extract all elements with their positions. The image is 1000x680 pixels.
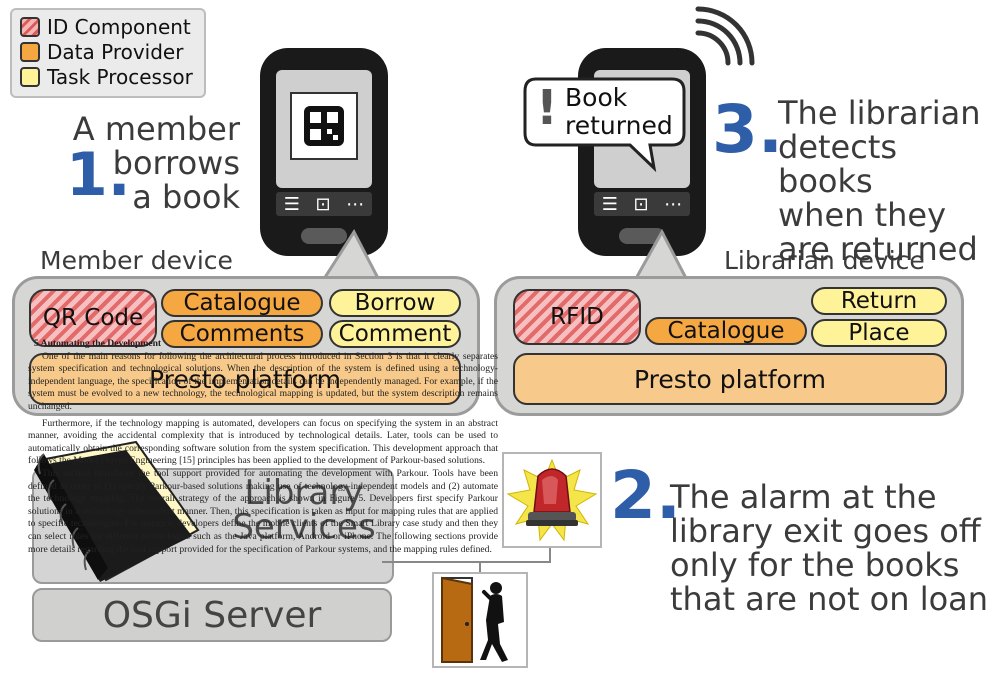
rfid-component: RFID (513, 289, 641, 345)
member-phone: ☰ ⊡ ⋯ (260, 48, 388, 256)
task-processor-swatch (20, 67, 40, 87)
legend-label: Data Provider (47, 40, 184, 64)
library-services-line: Services (232, 507, 376, 547)
alarm-light-icon (506, 458, 598, 542)
step-2-line: The alarm at the (670, 478, 937, 516)
alarm-frame (502, 452, 602, 548)
menu-icon[interactable]: ☰ (283, 193, 300, 215)
librarian-presto-platform: Presto platform (513, 353, 947, 405)
home-button[interactable] (301, 228, 347, 244)
step-1-line: a book (132, 178, 240, 216)
document-heading: 5 Automating the Development (34, 338, 162, 349)
exit-door-icon (441, 576, 508, 663)
book-icon (34, 440, 200, 582)
person-icon (480, 582, 508, 662)
step-2-text: The alarm at the library exit goes off o… (670, 480, 988, 616)
member-presto-platform: Presto platform (29, 353, 461, 405)
step-3-text: The librarian detects books when they ar… (778, 96, 1000, 266)
member-phone-screen (276, 70, 372, 188)
document-paragraph: Furthermore, if the technology mapping i… (28, 417, 498, 467)
step-2-line: only for the books (670, 546, 960, 584)
step-1-line: borrows (112, 144, 240, 182)
document-paragraph: This section introduces the tool support… (28, 467, 498, 555)
alert-icon: ! (536, 80, 558, 136)
step-3-line: The librarian (778, 94, 981, 132)
step-2-number: 2. (610, 457, 681, 534)
legend-item-id-component: ID Component (20, 15, 191, 39)
notification-text: Book returned (565, 84, 673, 140)
member-phone-toolbar: ☰ ⊡ ⋯ (276, 192, 372, 216)
borrow-task: Borrow (329, 289, 461, 317)
step-3-line: are returned (778, 230, 978, 268)
catalogue-provider: Catalogue (161, 289, 323, 317)
member-device-label: Member device (40, 246, 233, 275)
notification-line: returned (565, 111, 673, 140)
librarian-device-panel: RFID Catalogue Return Place Presto platf… (494, 276, 964, 416)
notification-bubble (523, 77, 686, 172)
menu-icon[interactable]: ☰ (601, 193, 618, 215)
step-3-number: 3. (712, 91, 783, 168)
step-3-line: when they (778, 196, 947, 234)
librarian-phone-toolbar: ☰ ⊡ ⋯ (594, 192, 690, 216)
step-1-text: A member borrows a book (70, 112, 240, 214)
more-icon[interactable]: ⋯ (346, 193, 365, 215)
comment-task: Comment (329, 320, 461, 348)
qr-code-icon (290, 92, 358, 160)
legend-label: ID Component (47, 15, 191, 39)
step-3-line: detects books (778, 128, 898, 200)
legend-item-data-provider: Data Provider (20, 40, 184, 64)
comments-provider: Comments (161, 320, 323, 348)
library-services-label: Library Services (229, 476, 379, 544)
member-device-panel: QR Code Catalogue Comments Borrow Commen… (12, 276, 480, 416)
member-callout-pointer (320, 229, 382, 283)
qr-code-component: QR Code (29, 289, 157, 347)
nfc-icon[interactable]: ⊡ (315, 193, 331, 215)
osgi-server-box: OSGi Server (32, 588, 392, 642)
exit-door-frame (432, 572, 528, 668)
nfc-icon[interactable]: ⊡ (633, 193, 649, 215)
document-paragraph: One of the main reasons for following th… (28, 350, 498, 412)
place-task: Place (811, 319, 947, 347)
notification-line: Book (565, 83, 628, 112)
step-2-line: that are not on loan (670, 580, 989, 618)
document-excerpt: 5 Automating the Development One of the … (28, 338, 498, 556)
step-1-line: A member (72, 110, 240, 148)
data-provider-swatch (20, 42, 40, 62)
librarian-callout-pointer (632, 228, 690, 283)
home-button[interactable] (619, 228, 665, 244)
more-icon[interactable]: ⋯ (664, 193, 683, 215)
legend-label: Task Processor (47, 65, 193, 89)
librarian-catalogue-provider: Catalogue (645, 317, 807, 345)
legend-item-task-processor: Task Processor (20, 65, 193, 89)
step-1-number: 1. (66, 140, 131, 210)
library-services-line: Library (244, 473, 364, 513)
id-component-swatch (20, 17, 40, 37)
legend: ID Component Data Provider Task Processo… (10, 8, 206, 98)
return-task: Return (811, 287, 947, 315)
step-2-line: library exit goes off (670, 512, 981, 550)
librarian-device-label: Librarian device (724, 246, 925, 275)
wifi-signal-icon (695, 6, 755, 66)
